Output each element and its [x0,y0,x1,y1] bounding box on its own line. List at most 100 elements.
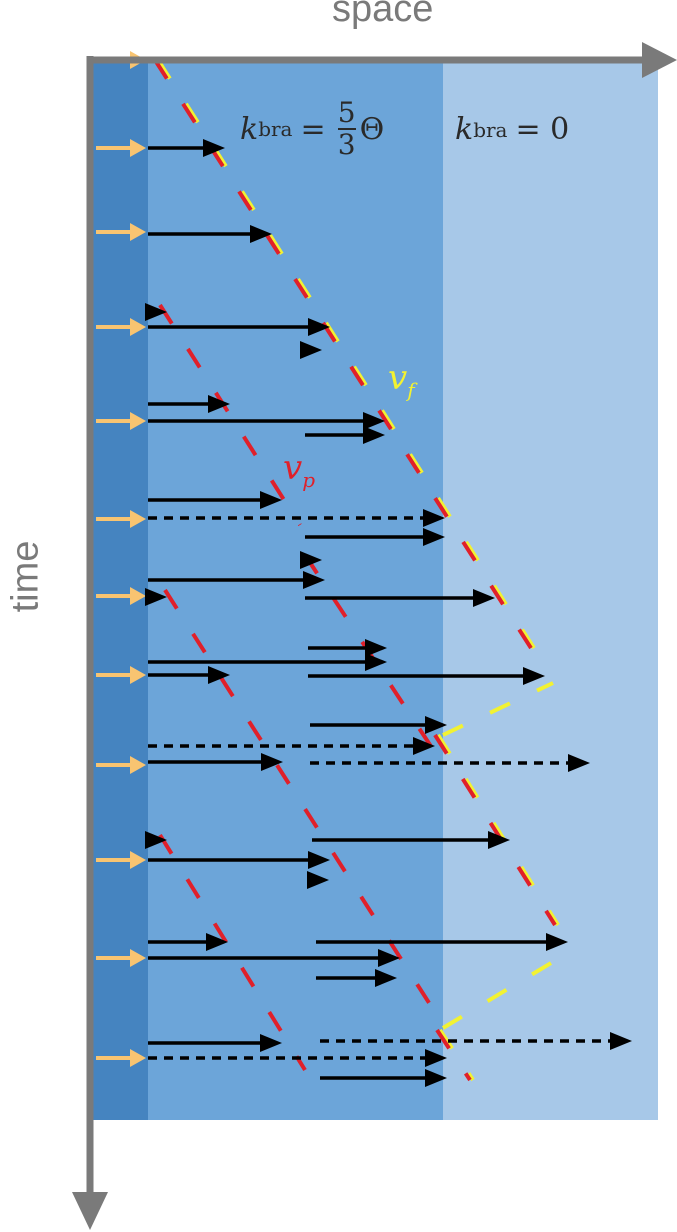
space-axis-label: space [332,0,434,30]
injection-arrow [96,666,146,684]
injection-arrow [96,587,146,605]
yellow-dash [436,733,560,927]
red-dash [153,58,547,672]
red-dash [163,588,442,1022]
space-axis-arrowhead [642,42,677,78]
k-symbol: k [455,112,474,147]
injection-arrow [96,412,146,430]
time-axis-label: time [4,540,47,613]
branch-arrowhead [307,871,329,889]
branch-arrowhead [300,341,322,359]
injection-arrow [96,1049,146,1067]
equals-zero: = 0 [515,112,570,147]
particle-arrow-dashed [310,754,590,772]
particle-arrow [148,139,225,157]
yellow-dash [156,58,550,672]
arrowhead [308,851,330,869]
arrowhead [130,1049,146,1067]
arrowhead [260,1034,282,1052]
arrowhead [363,412,385,430]
theta-symbol: Θ [359,111,385,147]
time-axis-arrowhead [72,1192,108,1230]
yellow-dash [442,681,554,737]
arrowhead [130,666,146,684]
branch-arrowhead [145,588,167,606]
arrowhead [375,969,397,987]
arrowhead [546,933,568,951]
injection-arrow [96,510,146,528]
particle-arrow [305,426,385,444]
injection-arrow [96,223,146,241]
injection-arrow [96,139,146,157]
particle-arrow-dashed [320,1032,632,1050]
arrowhead [423,509,445,527]
arrowhead [130,510,146,528]
arrowhead [145,588,167,606]
particle-arrow [148,753,283,771]
particle-arrow [310,716,447,734]
arrowhead [130,223,146,241]
red-dash [158,303,302,527]
arrowhead [303,571,325,589]
particle-arrow [308,639,387,657]
injection-arrow [96,756,146,774]
arrowhead [208,666,230,684]
region-branching [148,60,443,1120]
arrowhead [523,667,545,685]
arrowhead [473,589,495,607]
velocity-front-line [442,681,554,737]
arrowhead [365,639,387,657]
branch-arrowhead [300,551,322,569]
particle-arrow [148,949,400,967]
arrowhead [145,831,167,849]
particle-arrow [148,1034,282,1052]
arrowhead [206,933,228,951]
arrowhead [130,318,146,336]
numerator: 5 [337,96,356,129]
arrowhead [130,139,146,157]
particle-arrow [148,318,330,336]
f-subscript: f [407,377,415,402]
arrowhead [307,871,329,889]
arrowhead [488,831,510,849]
arrowhead [208,395,230,413]
particle-arrow [316,969,397,987]
arrowhead [308,318,330,336]
time-axis [72,56,108,1230]
particle-arrow [148,666,230,684]
arrowhead [425,1049,447,1067]
arrowhead [363,426,385,444]
particle-arrow [305,589,495,607]
arrowhead [203,139,225,157]
branch-arrowhead [145,831,167,849]
arrowhead [130,756,146,774]
arrowhead [365,653,387,671]
particle-arrow [316,933,568,951]
particle-arrow [312,831,510,849]
arrowhead [250,225,272,243]
particle-arrow [148,395,230,413]
velocity-front-line [441,961,553,1030]
arrowhead [130,949,146,967]
injection-arrow [96,851,146,869]
particle-arrow [148,491,282,509]
region-boundary [92,60,148,1120]
equals: = [300,111,326,147]
front-line [435,1028,475,1082]
arrowhead [145,303,167,321]
arrowhead [378,949,400,967]
arrowhead [425,1069,447,1087]
k-subscript: bra [258,117,293,141]
branch-arrowhead [145,303,167,321]
arrowhead [413,737,435,755]
k-subscript: bra [473,117,508,142]
arrowhead [130,412,146,430]
injection-arrow [96,949,146,967]
arrowhead [261,753,283,771]
k-symbol: k [240,111,259,147]
particle-arrow [148,851,330,869]
particle-velocity-label: vp [283,448,315,492]
